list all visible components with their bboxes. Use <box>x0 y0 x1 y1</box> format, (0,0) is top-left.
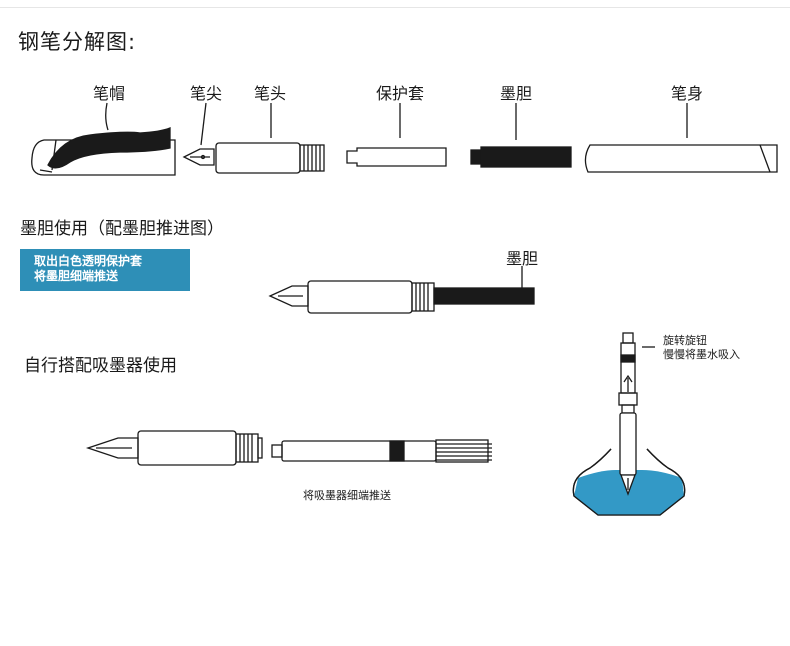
section-converter-heading: 自行搭配吸墨器使用 <box>24 356 177 376</box>
instruction-line-2: 将墨胆细端推送 <box>34 269 119 283</box>
section-drawing <box>215 142 325 174</box>
page-title: 钢笔分解图: <box>18 30 137 54</box>
instruction-line-1: 取出白色透明保护套 <box>34 254 143 268</box>
ink-cartridge-drawing <box>470 146 572 168</box>
label-barrel: 笔身 <box>670 84 704 103</box>
twist-caption-line-2: 慢慢将墨水吸入 <box>663 348 740 361</box>
pen-with-cartridge-drawing <box>268 280 535 314</box>
label-cartridge-inserted: 墨胆 <box>505 249 539 268</box>
section-cartridge-heading: 墨胆使用（配墨胆推进图） <box>20 219 224 239</box>
label-ink-cartridge: 墨胆 <box>499 84 533 103</box>
label-section: 笔头 <box>253 84 287 103</box>
vertical-pen-drawing <box>618 332 638 496</box>
leader-lines <box>105 102 688 348</box>
nib-drawing <box>182 148 215 166</box>
pen-cap-drawing <box>31 127 176 176</box>
twist-caption-line-1: 旋转旋钮 <box>663 334 707 347</box>
converter-push-caption: 将吸墨器细端推送 <box>303 489 391 502</box>
instruction-banner: 取出白色透明保护套 将墨胆细端推送 <box>20 249 190 291</box>
label-nib: 笔尖 <box>189 84 223 103</box>
pen-section-converter-drawing <box>85 430 263 466</box>
top-divider <box>0 7 790 8</box>
protective-sleeve-drawing <box>346 147 447 167</box>
label-protective-sleeve: 保护套 <box>375 84 425 103</box>
pen-barrel-drawing <box>584 144 778 173</box>
ink-converter-drawing <box>271 439 492 463</box>
label-cap: 笔帽 <box>92 84 126 103</box>
